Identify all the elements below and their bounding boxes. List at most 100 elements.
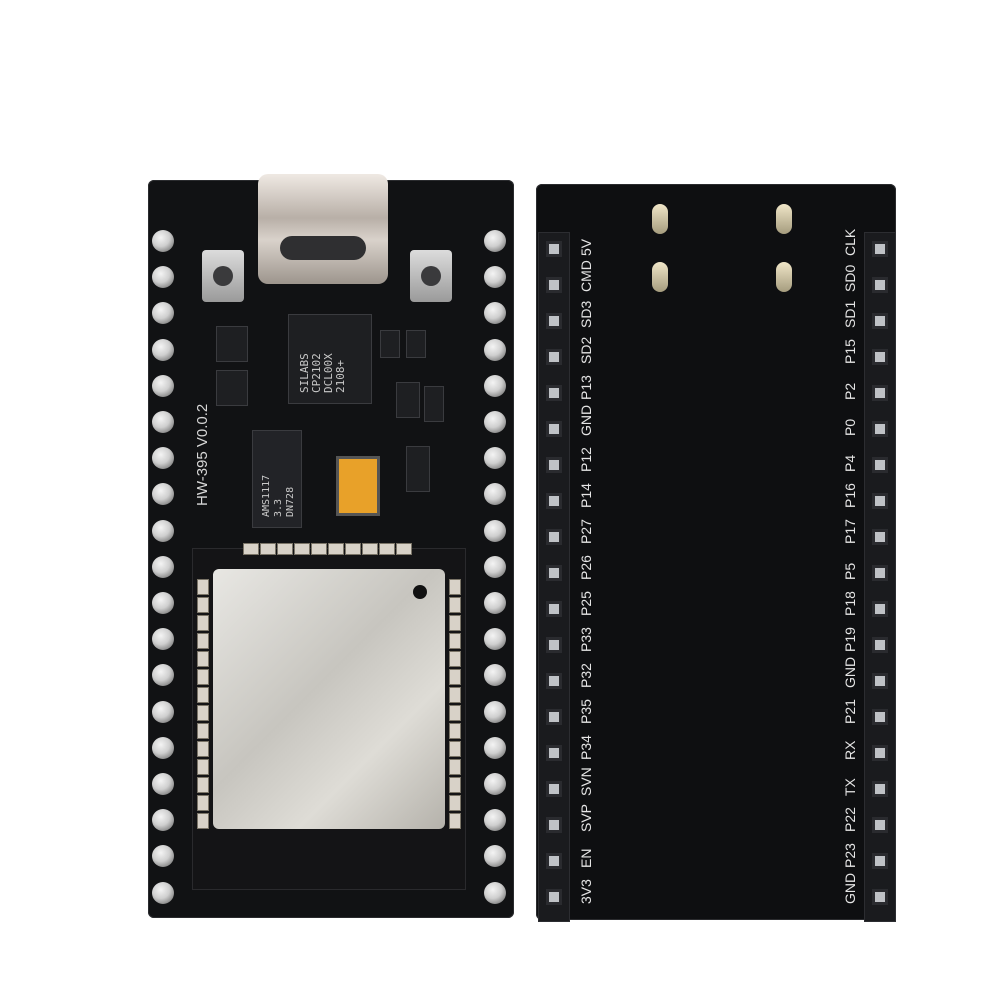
solder-pad	[484, 555, 506, 578]
castellated-pad	[197, 795, 209, 811]
smd-component	[396, 382, 420, 418]
pin-label: SD0	[842, 264, 858, 292]
castellated-pad	[449, 687, 461, 703]
solder-pad	[152, 845, 174, 868]
pin-label: SVP	[578, 803, 594, 832]
pin-label: SD3	[578, 300, 594, 328]
pin-label: P33	[578, 627, 594, 652]
castellated-pad	[197, 723, 209, 739]
tantalum-capacitor	[336, 456, 380, 516]
castellated-pad	[328, 543, 344, 555]
pin1-marker	[413, 585, 427, 599]
header-pin	[546, 565, 562, 581]
solder-pad	[484, 592, 506, 614]
pin-label: 5V	[578, 238, 594, 256]
pin-label: SD2	[578, 336, 594, 364]
header-pin	[546, 493, 562, 509]
header-pin	[872, 313, 888, 329]
castellated-pad	[449, 723, 461, 739]
header-pin	[872, 493, 888, 509]
castellated-pad	[379, 543, 395, 555]
smd-component	[406, 330, 426, 358]
solder-pad	[152, 266, 174, 289]
solder-pad	[484, 845, 506, 868]
header-pin	[546, 637, 562, 653]
header-pin	[546, 817, 562, 833]
header-pin	[872, 889, 888, 905]
pin-label: TX	[842, 778, 858, 796]
solder-pad	[152, 736, 174, 759]
header-pin	[872, 709, 888, 725]
module-rf-shield	[213, 569, 445, 829]
pin-label: P5	[842, 562, 858, 580]
pin-label: RX	[842, 740, 858, 760]
pin-label: P18	[842, 591, 858, 616]
pin-label: P32	[578, 663, 594, 688]
solder-pad	[484, 664, 506, 687]
pin-label: SVN	[578, 767, 594, 796]
castellated-pad	[197, 741, 209, 757]
solder-pad	[484, 483, 506, 506]
left-pin-header	[538, 232, 570, 922]
solder-pad	[484, 773, 506, 795]
header-pin	[546, 349, 562, 365]
castellated-pad	[449, 795, 461, 811]
solder-pad	[484, 736, 506, 759]
solder-pad	[484, 374, 506, 397]
header-pin	[872, 277, 888, 293]
solder-pad	[652, 262, 668, 292]
smd-component	[380, 330, 400, 358]
chip-marking-line: 3.3 DN728	[273, 486, 296, 517]
castellated-pad	[449, 777, 461, 793]
solder-pad	[152, 592, 174, 614]
castellated-pad	[449, 651, 461, 667]
pin-label: P16	[842, 483, 858, 508]
castellated-pad	[197, 669, 209, 685]
pin-label: P17	[842, 519, 858, 544]
castellated-pad	[243, 543, 259, 555]
header-pin	[872, 601, 888, 617]
solder-pad	[152, 411, 174, 433]
pin-label: P2	[842, 382, 858, 400]
header-pin	[872, 745, 888, 761]
solder-pad	[152, 664, 174, 687]
solder-pad	[776, 204, 792, 234]
castellated-pad	[311, 543, 327, 555]
solder-pad	[152, 700, 174, 723]
castellated-pad	[197, 705, 209, 721]
solder-pad	[152, 881, 174, 904]
solder-pad	[152, 773, 174, 795]
castellated-pad	[449, 597, 461, 613]
header-pin	[546, 313, 562, 329]
header-pin	[546, 529, 562, 545]
smd-component	[424, 386, 444, 422]
pin-label: CLK	[842, 228, 858, 256]
solder-pad	[484, 302, 506, 325]
pin-label: 3V3	[578, 879, 594, 904]
header-pin	[546, 745, 562, 761]
castellated-pad	[197, 651, 209, 667]
solder-pad	[152, 483, 174, 506]
boot-button	[202, 250, 244, 302]
header-pin	[546, 385, 562, 401]
castellated-pad	[449, 669, 461, 685]
solder-pad	[152, 302, 174, 325]
solder-pad	[152, 628, 174, 651]
pin-label: EN	[578, 848, 594, 868]
solder-pad	[484, 411, 506, 433]
header-pin	[546, 241, 562, 257]
pin-label: P25	[578, 591, 594, 616]
pin-label: P0	[842, 418, 858, 436]
pin-label: P23	[842, 843, 858, 868]
castellated-pad	[345, 543, 361, 555]
pin-label: P21	[842, 699, 858, 724]
header-pin	[872, 637, 888, 653]
castellated-pad	[449, 705, 461, 721]
pin-label: P19	[842, 627, 858, 652]
pin-label: P14	[578, 483, 594, 508]
castellated-pad	[197, 687, 209, 703]
